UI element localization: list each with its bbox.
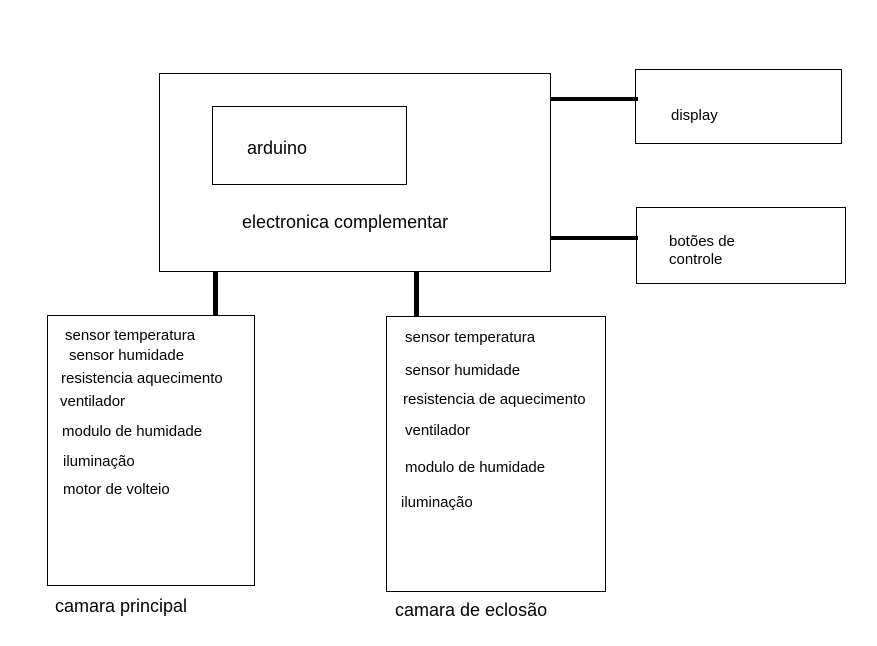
display-label: display [671, 107, 718, 124]
main-chamber-item: resistencia aquecimento [61, 370, 223, 387]
hatching-chamber-item: sensor temperatura [405, 329, 536, 346]
hatching-chamber-box [386, 316, 606, 592]
main-chamber-connector [213, 271, 218, 317]
controls-box [636, 207, 846, 284]
controls-label-line1: botões de [669, 233, 735, 250]
controls-connector [550, 236, 638, 240]
hatching-chamber-caption: camara de eclosão [395, 600, 548, 620]
hatching-chamber-item: modulo de humidade [405, 459, 546, 476]
main-chamber-item: iluminação [63, 453, 135, 470]
hatching-chamber-item: iluminação [401, 494, 473, 511]
arduino-box [212, 106, 407, 185]
main-chamber-item: sensor humidade [69, 347, 185, 364]
hatching-chamber-connector [414, 271, 419, 318]
display-connector [550, 97, 638, 101]
display-box [635, 69, 842, 144]
main-chamber-item: ventilador [60, 393, 126, 410]
hatching-chamber-item: ventilador [405, 422, 471, 439]
main-chamber-item: motor de volteio [63, 481, 170, 498]
main-chamber-item: sensor temperatura [65, 327, 196, 344]
arduino-label: arduino [247, 138, 308, 158]
hatching-chamber-item: sensor humidade [405, 362, 521, 379]
main-chamber-box [47, 315, 255, 586]
main-chamber-item: modulo de humidade [62, 423, 203, 440]
hatching-chamber-item: resistencia de aquecimento [403, 391, 586, 408]
controls-label-line2: controle [669, 251, 723, 268]
main-unit-title: electronica complementar [242, 212, 449, 232]
main-chamber-caption: camara principal [55, 596, 188, 616]
